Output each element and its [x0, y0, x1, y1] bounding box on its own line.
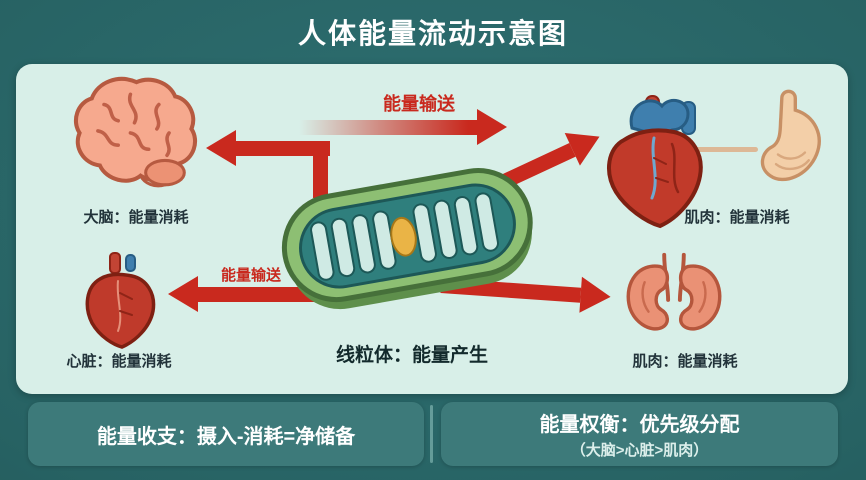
- energy-transport-arrow-top: [299, 109, 507, 145]
- diagram-panel: 能量输送 能量输送 大脑：能量消耗 肌肉：能量消耗 心脏：能量消耗 肌肉：能量消…: [16, 64, 848, 394]
- small-heart-illustration: [85, 252, 156, 349]
- brain-label: 大脑：能量消耗: [83, 209, 189, 226]
- arrow-mito-to-brain: [206, 130, 330, 166]
- heart-stomach-connector: [692, 147, 758, 152]
- page-title: 人体能量流动示意图: [297, 18, 568, 49]
- energy-budget-text: 能量收支：摄入-消耗=净储备: [96, 425, 356, 448]
- arrow-shaft: [198, 286, 326, 302]
- muscle-top-label: 肌肉：能量消耗: [684, 209, 790, 226]
- muscle-bottom-label: 肌肉：能量消耗: [632, 353, 738, 370]
- energy-priority-title: 能量权衡：优先级分配: [539, 414, 740, 436]
- energy-budget-panel: 能量收支：摄入-消耗=净储备: [28, 402, 424, 466]
- arrow-head-icon: [579, 276, 612, 315]
- energy-priority-detail: （大脑>心脏>肌肉）: [570, 442, 709, 459]
- footer-divider: [430, 405, 433, 463]
- arrow-head-icon: [168, 276, 198, 312]
- kidneys-illustration: [626, 252, 722, 331]
- mitochondria-label: 线粒体：能量产生: [335, 345, 488, 366]
- arrow-shaft: [299, 119, 477, 135]
- energy-transport-label-top: 能量输送: [383, 94, 455, 114]
- heart-illustration: [607, 95, 703, 229]
- arrow-mito-to-brain-stub: [313, 148, 328, 198]
- arrow-head-icon: [477, 109, 507, 145]
- mitochondria-illustration: [281, 168, 533, 310]
- heart-label: 心脏：能量消耗: [66, 353, 172, 370]
- arrow-shaft: [236, 140, 330, 156]
- energy-transport-label-left: 能量输送: [220, 267, 281, 284]
- stomach-illustration: [760, 89, 821, 182]
- energy-priority-panel: 能量权衡：优先级分配 （大脑>心脏>肌肉）: [441, 402, 838, 466]
- arrow-head-icon: [206, 130, 236, 166]
- brain-illustration: [74, 76, 197, 188]
- arrow-mito-to-small-heart: [168, 276, 326, 312]
